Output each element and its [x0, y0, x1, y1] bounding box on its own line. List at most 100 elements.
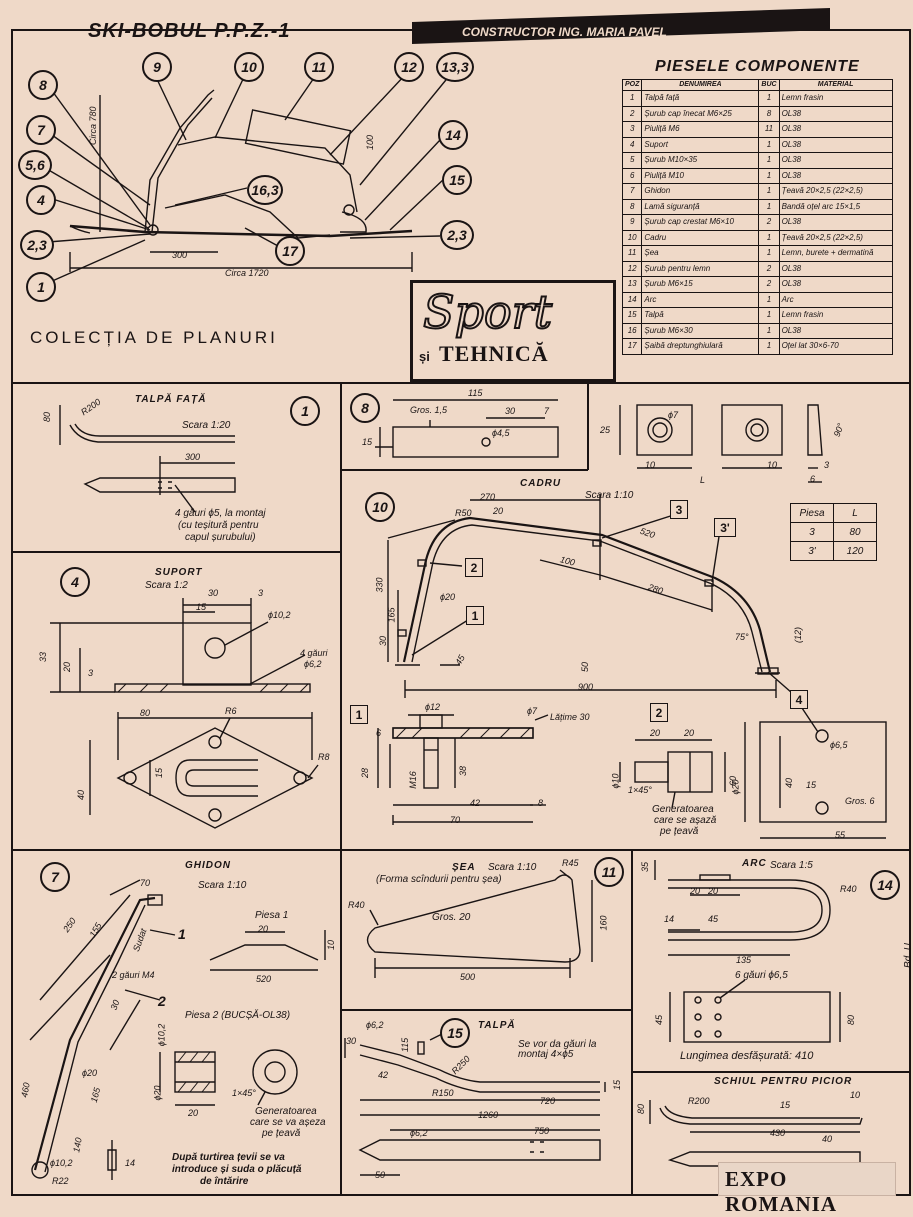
panel-1-scale: Scara 1:20	[182, 420, 231, 431]
bolt-latime: Lățime 30	[550, 712, 590, 722]
ghidon-d14: 14	[125, 1158, 136, 1168]
part-name: Lamă siguranță	[641, 198, 760, 215]
bucsa-note3: pe țeavă	[660, 826, 699, 837]
talpa-phi62b: ϕ6,2	[410, 1128, 428, 1138]
ghidon-note3: de întărire	[200, 1176, 249, 1187]
panel-1-title: TALPĂ FAȚĂ	[135, 394, 207, 405]
part-material: Lemn, burete + dermatină	[778, 245, 893, 262]
watermark-text: EXPO ROMANIA	[725, 1167, 837, 1216]
bolt-m16: M16	[407, 771, 418, 789]
panel-15-number: 15	[440, 1018, 470, 1048]
ghidon-note1: După turtirea țevii se va	[172, 1152, 285, 1163]
schiu-d80: 80	[636, 1103, 647, 1115]
cadru-r50: R50	[455, 508, 472, 518]
piesa-1-d10: 10	[326, 939, 337, 951]
panel-4-number: 4	[60, 567, 90, 597]
parts-table-title: PIESELE COMPONENTE	[655, 58, 860, 75]
bolt-d8: 8	[538, 798, 544, 808]
suport-r8: R8	[318, 752, 330, 762]
part-name: Cadru	[641, 229, 760, 246]
part-qty: 1	[758, 245, 780, 262]
panel-7-number: 7	[40, 862, 70, 892]
piesa-header: Piesa	[790, 503, 834, 523]
suport-hole: ϕ10,2	[268, 610, 291, 620]
part-name: Șurub cap înecat M6×25	[641, 105, 760, 122]
cadru-d20: 20	[493, 506, 504, 516]
bolt-phi7: ϕ7	[527, 706, 538, 716]
ghidon-phi20: ϕ20	[82, 1068, 98, 1078]
part-name: Talpă față	[641, 90, 760, 107]
bucsa-tag: 2	[650, 703, 668, 722]
part-name: Șurub pentru lemn	[641, 260, 760, 277]
part-poz: 1	[621, 90, 643, 107]
sea-r45: R45	[562, 858, 579, 868]
suport-holes: 4 găuri	[300, 648, 328, 658]
col-material: MATERIAL	[778, 79, 893, 91]
panel-14-number: 14	[870, 870, 900, 900]
part-qty: 1	[758, 198, 780, 215]
part-poz: 15	[621, 307, 643, 324]
cadru-d165: 165	[386, 607, 397, 623]
schiu-r200: R200	[688, 1096, 710, 1106]
dim-100: 100	[365, 134, 375, 150]
talpa-d30: 30	[346, 1036, 357, 1046]
piesa-2-phi102: ϕ10,2	[156, 1023, 167, 1047]
part-qty: 1	[758, 167, 780, 184]
part-material: OL38	[778, 121, 893, 138]
part-name: Piuliță M10	[641, 167, 760, 184]
arc-d135: 135	[736, 955, 752, 965]
talpa-d115: 115	[400, 1037, 411, 1053]
part-qty: 1	[758, 229, 780, 246]
callout-8: 8	[28, 70, 58, 100]
schiu-d40: 40	[822, 1134, 833, 1144]
panel-8-height: 15	[362, 437, 373, 447]
arc-d35: 35	[640, 861, 651, 873]
panel-4-scale: Scara 1:2	[145, 580, 188, 591]
placa-tag: 4	[790, 690, 808, 709]
callout-12: 12	[394, 52, 424, 82]
ghidon-note2: introduce și suda o plăcuță	[172, 1164, 302, 1175]
talpa-r150: R150	[432, 1088, 454, 1098]
suport-d20: 20	[62, 661, 73, 673]
bucsa-chamfer: 1×45°	[628, 785, 652, 795]
callout-13-3: 13,3	[436, 52, 474, 82]
suport-r6: R6	[225, 706, 237, 716]
part-qty: 1	[758, 152, 780, 169]
panel-10-scale: Scara 1:10	[585, 490, 634, 501]
panel-1-note2: (cu teșitură pentru	[178, 520, 259, 531]
arc-d45: 45	[708, 914, 719, 924]
saiba-L: L	[700, 475, 706, 485]
part-name: Șurub M6×15	[641, 276, 760, 293]
arc-developed-length: Lungimea desfășurată: 410	[680, 1050, 814, 1062]
piesa-1-label: Piesa 1	[255, 910, 289, 921]
col-poz: POZ	[621, 79, 643, 91]
part-name: Șaibă dreptunghiulară	[641, 338, 760, 355]
piesa-1-d520: 520	[256, 974, 272, 984]
bolt-tag: 1	[350, 705, 368, 724]
talpa-d15: 15	[612, 1079, 623, 1091]
bucsa-phi10: ϕ10	[610, 773, 621, 789]
saiba-d6: 6	[810, 474, 816, 484]
cadru-d30: 30	[378, 635, 389, 647]
ghidon-r22: R22	[52, 1176, 69, 1186]
suport-d15: 15	[196, 602, 207, 612]
part-name: Șurub cap crestat M6×10	[641, 214, 760, 231]
part-qty: 11	[758, 121, 780, 138]
cadru-tag-2: 2	[465, 558, 483, 577]
part-name: Șurub M10×35	[641, 152, 760, 169]
sea-gros: Gros. 20	[432, 912, 471, 923]
piesa-2-d20: 20	[188, 1108, 199, 1118]
col-buc: BUC	[758, 79, 780, 91]
panel-4-title: SUPORT	[155, 567, 203, 578]
part-poz: 6	[621, 167, 643, 184]
